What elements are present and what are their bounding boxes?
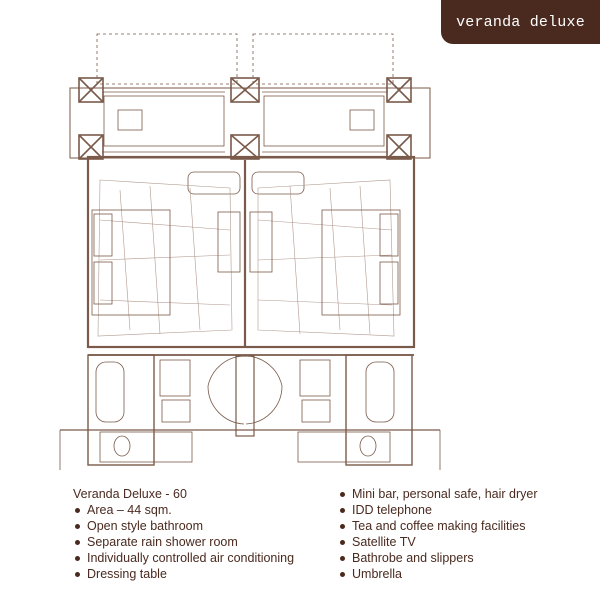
bullet-icon bbox=[340, 540, 345, 546]
bathtub-right bbox=[365, 361, 395, 423]
bullet-icon bbox=[75, 556, 80, 562]
vanity-right bbox=[301, 399, 331, 423]
daybed-cushion-right bbox=[349, 109, 375, 131]
bullet-icon bbox=[75, 572, 80, 578]
sofa-left bbox=[187, 171, 241, 195]
list-item: Umbrella bbox=[338, 566, 538, 582]
balcony-outline bbox=[69, 87, 431, 159]
wc-room-right bbox=[297, 431, 391, 463]
daybed-left bbox=[103, 95, 225, 147]
bullet-icon bbox=[340, 508, 345, 514]
bullet-icon bbox=[340, 556, 345, 562]
bullet-icon bbox=[340, 524, 345, 530]
room-walls bbox=[86, 155, 416, 349]
bullet-icon bbox=[75, 540, 80, 546]
toilet-right bbox=[359, 435, 377, 457]
vanity-left bbox=[161, 399, 191, 423]
corridor-wall bbox=[235, 355, 255, 437]
bathtub-left bbox=[95, 361, 125, 423]
bullet-icon bbox=[75, 524, 80, 530]
sofa-right bbox=[251, 171, 305, 195]
bed-left bbox=[91, 209, 171, 316]
features-list-right: Mini bar, personal safe, hair dryer IDD … bbox=[338, 486, 538, 583]
door-arc-right bbox=[245, 355, 283, 387]
features-list-left: Area – 44 sqm. Open style bathroom Separ… bbox=[73, 502, 294, 582]
pillow-left-2 bbox=[93, 261, 113, 305]
floor-plan bbox=[59, 33, 441, 470]
list-item: IDD telephone bbox=[338, 502, 538, 518]
list-item: Satellite TV bbox=[338, 534, 538, 550]
bullet-icon bbox=[340, 572, 345, 578]
door-arc-left-2 bbox=[207, 385, 245, 425]
list-item: Area – 44 sqm. bbox=[73, 502, 294, 518]
list-item: Dressing table bbox=[73, 566, 294, 582]
title-tab: veranda deluxe bbox=[441, 0, 600, 44]
features-right: Mini bar, personal safe, hair dryer IDD … bbox=[338, 486, 538, 583]
list-item: Tea and coffee making facilities bbox=[338, 518, 538, 534]
features-section: Veranda Deluxe - 60 Area – 44 sqm. Open … bbox=[0, 486, 600, 596]
room-name: Veranda Deluxe - 60 bbox=[73, 487, 187, 501]
bathroom-left bbox=[87, 354, 155, 466]
rug-pattern bbox=[97, 179, 395, 337]
pillow-left-1 bbox=[93, 213, 113, 257]
title-label: veranda deluxe bbox=[456, 13, 585, 31]
bed-right bbox=[321, 209, 401, 316]
pillow-right-1 bbox=[379, 213, 399, 257]
veranda-outline-left bbox=[96, 33, 238, 85]
daybed-right bbox=[263, 95, 385, 147]
desk-left bbox=[217, 211, 241, 273]
bullet-icon bbox=[75, 508, 80, 514]
wc-room-left bbox=[99, 431, 193, 463]
door-arc-right-2 bbox=[245, 385, 283, 425]
list-item: Separate rain shower room bbox=[73, 534, 294, 550]
list-item: Bathrobe and slippers bbox=[338, 550, 538, 566]
shower-right bbox=[299, 359, 331, 397]
shower-left bbox=[159, 359, 191, 397]
list-item: Open style bathroom bbox=[73, 518, 294, 534]
daybed-cushion-left bbox=[117, 109, 143, 131]
list-item: Individually controlled air conditioning bbox=[73, 550, 294, 566]
list-item: Mini bar, personal safe, hair dryer bbox=[338, 486, 538, 502]
bathroom-right bbox=[345, 354, 413, 466]
columns bbox=[78, 77, 412, 160]
bullet-icon bbox=[340, 492, 345, 497]
toilet-left bbox=[113, 435, 131, 457]
desk-right bbox=[249, 211, 273, 273]
door-arc-left bbox=[207, 355, 245, 387]
features-left: Veranda Deluxe - 60 Area – 44 sqm. Open … bbox=[73, 486, 294, 583]
pillow-right-2 bbox=[379, 261, 399, 305]
veranda-outline-right bbox=[252, 33, 394, 85]
